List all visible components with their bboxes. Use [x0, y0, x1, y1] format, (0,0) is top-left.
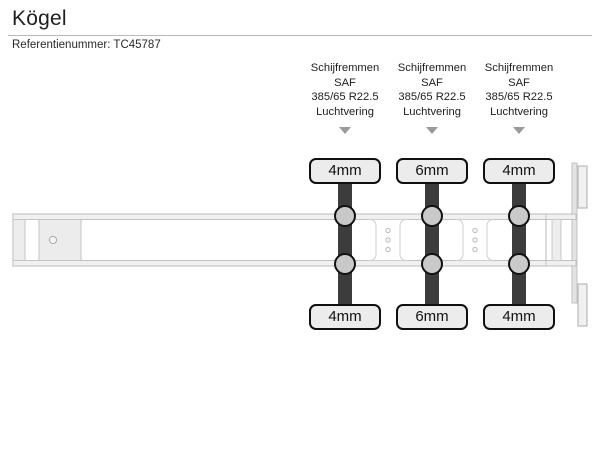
chassis-frame — [12, 213, 547, 267]
tread-badge-axle2-right: 6mm — [396, 304, 468, 330]
hanger-bolt-dots — [385, 227, 478, 253]
tread-badge-axle2-left: 6mm — [396, 158, 468, 184]
axle-spec-3-brake: Schijfremmen — [484, 62, 554, 74]
axle-spec-2-suspension: Luchtvering — [403, 105, 461, 118]
axle-spec-1-suspension: Luchtvering — [316, 105, 374, 118]
wheel-hub-2-right — [421, 253, 443, 275]
axle-spec-3: Schijfremmen SAF 385/65 R22.5 Luchtverin… — [473, 61, 565, 119]
axle-spec-3-tyre: 385/65 R22.5 — [485, 91, 553, 104]
wheel-hub-3-left — [508, 205, 530, 227]
wheel-hub-1-left — [334, 205, 356, 227]
axle-pointer-2-icon — [426, 127, 438, 134]
page-title: Kögel — [12, 7, 67, 30]
axle-spec-2-make: SAF — [421, 76, 443, 89]
tread-badge-axle3-left: 4mm — [483, 158, 555, 184]
axle-spec-1-tyre: 385/65 R22.5 — [311, 91, 379, 104]
axle-spec-3-suspension: Luchtvering — [490, 105, 548, 118]
axle-pointer-3-icon — [513, 127, 525, 134]
tread-badge-axle1-right: 4mm — [309, 304, 381, 330]
axle-pointer-1-icon — [339, 127, 351, 134]
rear-end-structure — [545, 162, 588, 327]
axle-spec-1-make: SAF — [334, 76, 356, 89]
axle-spec-1-brake: Schijfremmen — [310, 62, 380, 74]
wheel-hub-1-right — [334, 253, 356, 275]
tread-badge-axle3-right: 4mm — [483, 304, 555, 330]
axle-spec-2: Schijfremmen SAF 385/65 R22.5 Luchtverin… — [386, 61, 478, 119]
header-divider — [8, 35, 592, 36]
axle-spec-2-brake: Schijfremmen — [397, 62, 467, 74]
axle-spec-3-make: SAF — [508, 76, 530, 89]
axle-assembly-3 — [508, 176, 530, 304]
wheel-hub-3-right — [508, 253, 530, 275]
tread-badge-axle1-left: 4mm — [309, 158, 381, 184]
reference-number: Referentienummer: TC45787 — [12, 39, 161, 51]
axle-spec-1: Schijfremmen SAF 385/65 R22.5 Luchtverin… — [299, 61, 391, 119]
axle-spec-2-tyre: 385/65 R22.5 — [398, 91, 466, 104]
axle-assemblies — [334, 176, 530, 304]
kingpin-marker — [48, 235, 58, 245]
axle-assembly-1 — [334, 176, 356, 304]
wheel-hub-2-left — [421, 205, 443, 227]
axle-assembly-2 — [421, 176, 443, 304]
